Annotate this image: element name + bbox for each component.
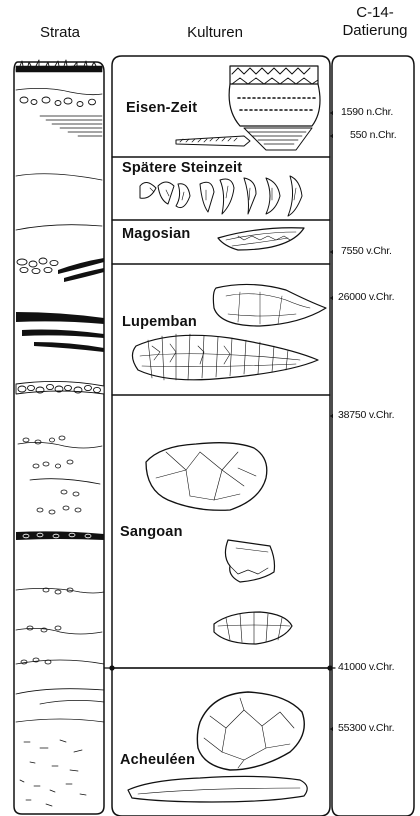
- core-tool-icon: [213, 284, 326, 326]
- handaxe-icon: [197, 692, 304, 770]
- flake-point-icon: [214, 612, 292, 644]
- lanceolate-point-icon: [132, 334, 318, 380]
- date-label: 55300 v.Chr.: [338, 722, 394, 734]
- culture-label-acheuleen: Acheuléen: [120, 752, 195, 768]
- culture-label-magosian: Magosian: [122, 226, 190, 242]
- culture-label-sangoan: Sangoan: [120, 524, 183, 540]
- date-label: 26000 v.Chr.: [338, 291, 394, 303]
- core-axe-icon: [146, 443, 267, 511]
- culture-label-lupemban: Lupemban: [122, 314, 197, 330]
- cleaver-icon: [128, 776, 307, 802]
- date-label: 38750 v.Chr.: [338, 409, 394, 421]
- scraper-icon: [225, 540, 274, 582]
- date-label: 550 n.Chr.: [350, 129, 396, 141]
- date-label: 1590 n.Chr.: [341, 106, 393, 118]
- culture-label-eisen-zeit: Eisen-Zeit: [126, 100, 197, 116]
- date-label: 7550 v.Chr.: [341, 245, 392, 257]
- iron-rod-icon: [176, 136, 250, 146]
- date-label: 41000 v.Chr.: [338, 661, 394, 673]
- decorated-pot-icon: [229, 66, 320, 150]
- blade-point-icon: [218, 228, 304, 250]
- microlith-row-icon: [140, 176, 302, 216]
- strata-column: [14, 60, 104, 814]
- culture-label-spaetere-steinzeit: Spätere Steinzeit: [122, 160, 242, 176]
